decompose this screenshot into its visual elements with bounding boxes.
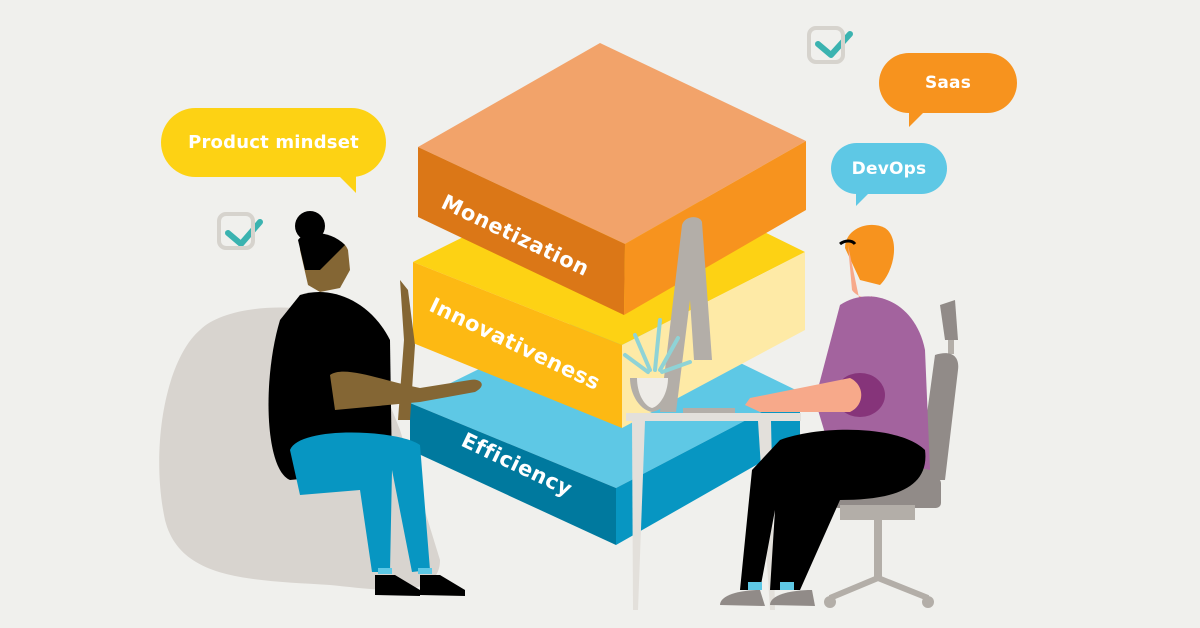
- bubble-tail: [909, 111, 925, 127]
- monitor: [660, 217, 712, 412]
- plant: [623, 318, 692, 412]
- woman-left: [268, 211, 482, 596]
- layer-monetization: [418, 43, 806, 315]
- bubble-text: Product mindset: [188, 132, 359, 153]
- speech-bubble-devops: DevOps: [831, 143, 947, 206]
- bubble-text: Saas: [924, 73, 972, 93]
- bubble-text: DevOps: [851, 158, 927, 179]
- bubble-tail: [338, 175, 356, 193]
- speech-bubble-product-mindset: Product mindset: [161, 108, 386, 193]
- checkbox-checked-icon: [807, 26, 845, 64]
- checkbox-checked-icon: [217, 212, 255, 250]
- speech-bubble-saas: Saas: [879, 53, 1017, 127]
- bubble-tail: [856, 192, 870, 206]
- man-right: [720, 224, 930, 606]
